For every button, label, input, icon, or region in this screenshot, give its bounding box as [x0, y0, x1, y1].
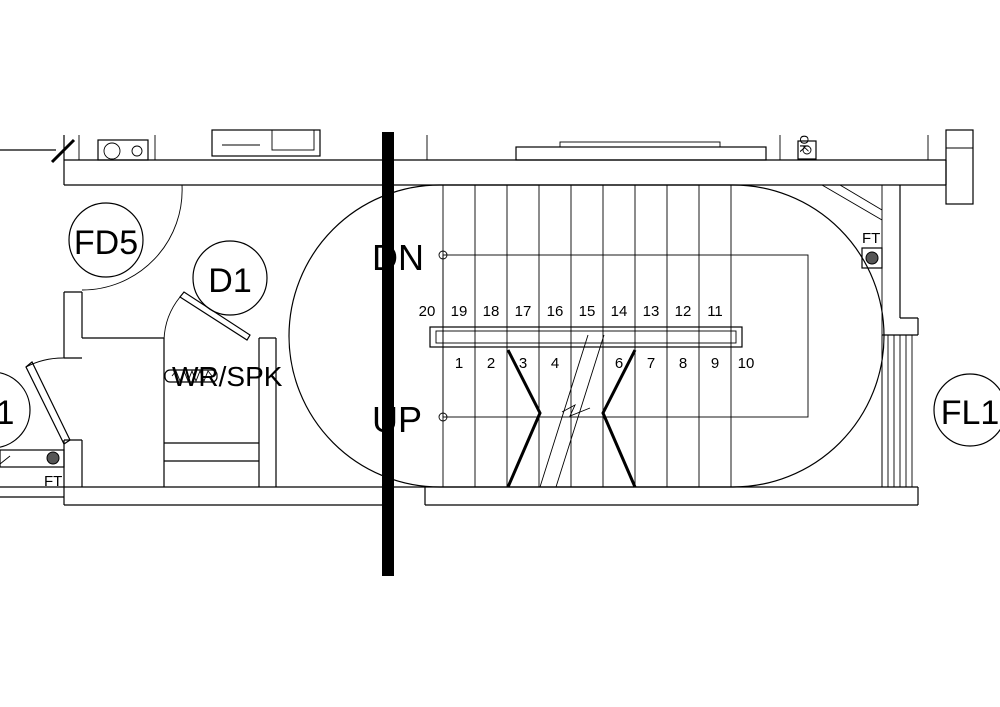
stair-treads [442, 185, 732, 487]
wr-spk-fixture: WR/SPK [164, 361, 283, 392]
stair-number-lower: 2 [487, 355, 495, 372]
wr-spk-label: WR/SPK [172, 361, 283, 392]
tag-left-cut-text: 1 [0, 394, 14, 432]
tag-fl1-text: FL1 [941, 394, 1000, 432]
stair-number-upper: 11 [707, 303, 723, 320]
top-fixtures: OK [97, 129, 817, 161]
building-walls [0, 129, 974, 506]
stair-number-upper: 12 [675, 303, 692, 320]
tag-left-cut: 1 [0, 372, 31, 448]
stair-number-upper: 20 [419, 303, 436, 320]
floor-trap-left: FT [0, 449, 65, 490]
stair-number-upper: 15 [579, 303, 596, 320]
ft-left-label: FT [44, 473, 62, 490]
ft-right-label: FT [862, 230, 880, 247]
tag-fl1: FL1 [933, 373, 1000, 447]
stair-number-upper: 14 [611, 303, 628, 320]
stair: DN UP [288, 184, 885, 488]
tag-d1-text: D1 [208, 262, 251, 300]
stair-number-lower: 10 [738, 355, 755, 372]
stair-number-lower: 7 [647, 355, 655, 372]
stair-number-lower: 4 [551, 355, 559, 372]
tag-fd5: FD5 [68, 202, 144, 278]
stair-number-upper: 17 [515, 303, 532, 320]
stair-number-upper: 13 [643, 303, 660, 320]
stair-number-lower: 8 [679, 355, 687, 372]
stair-number-upper: 16 [547, 303, 564, 320]
stair-number-lower: 6 [615, 355, 623, 372]
stair-number-lower: 3 [519, 355, 527, 372]
up-label: UP [372, 399, 422, 440]
tag-d1: D1 [192, 240, 268, 316]
door-d1 [163, 291, 251, 341]
dn-label: DN [372, 237, 424, 278]
door-left-lower [25, 357, 71, 445]
stair-number-lower: 9 [711, 355, 719, 372]
stair-number-upper: 19 [451, 303, 468, 320]
door-fd5 [81, 184, 183, 291]
section-cut-line [382, 132, 394, 576]
tag-fd5-text: FD5 [74, 224, 138, 262]
floor-trap-right: FT [821, 184, 913, 487]
stair-number-upper: 18 [483, 303, 500, 320]
stair-number-lower: 1 [455, 355, 463, 372]
ok-label: OK [797, 135, 811, 152]
